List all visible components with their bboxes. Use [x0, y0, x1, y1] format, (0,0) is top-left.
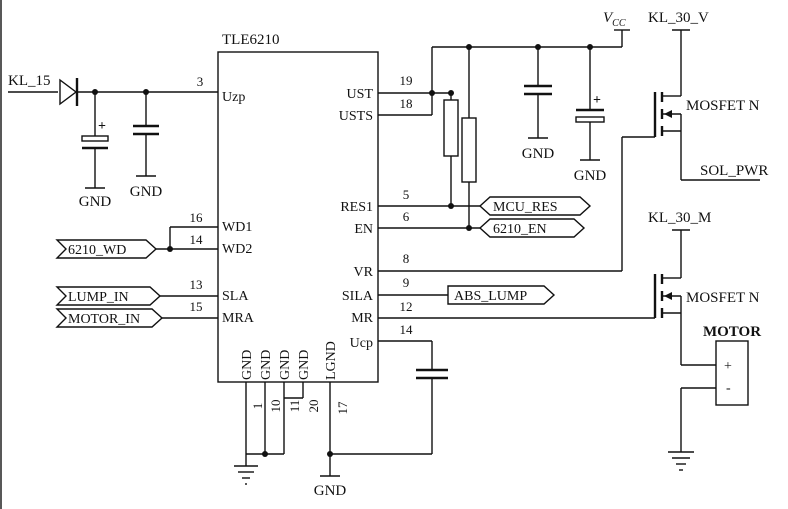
- pin-number-sila: 9: [403, 275, 410, 290]
- pin-gnd-10: GND: [259, 350, 274, 380]
- pin-res1: RES1: [340, 200, 373, 215]
- pin-sila: SILA: [342, 289, 374, 304]
- motor-icon: [715, 340, 749, 406]
- pin-number-sla: 13: [190, 277, 203, 292]
- resistor-icon: [443, 99, 459, 157]
- junction-dot: [466, 225, 472, 231]
- gnd-label-cap3: GND: [522, 146, 555, 162]
- cap1-plus: +: [98, 119, 106, 134]
- ic-body: [217, 51, 379, 383]
- pin-vr: VR: [354, 265, 374, 280]
- net-tag-6210-en-label: 6210_EN: [493, 222, 547, 237]
- pin-gnd-20: GND: [297, 350, 312, 380]
- motor-label: MOTOR: [703, 324, 761, 340]
- mosfet-top-label: MOSFET N: [686, 98, 760, 114]
- cap2-plus: +: [593, 93, 601, 108]
- kl30m-label: KL_30_M: [648, 210, 711, 226]
- pin-mra: MRA: [222, 311, 255, 326]
- vcc-label: VCC: [603, 10, 626, 29]
- sol-pwr-label: SOL_PWR: [700, 163, 768, 179]
- kl15-label: KL_15: [8, 73, 51, 89]
- net-tag-lump-in-label: LUMP_IN: [68, 290, 129, 305]
- net-tag-6210-en: [478, 218, 586, 238]
- pin-ust: UST: [347, 87, 374, 102]
- pin-number-ucp: 14: [400, 322, 414, 337]
- pin-number-uzp: 3: [197, 74, 204, 89]
- pin-ucp: Ucp: [350, 336, 373, 351]
- mosfet-bottom-section: KL_30_M MOSFET N MOTOR + -: [648, 210, 761, 471]
- pin-number-res1: 5: [403, 187, 410, 202]
- pin-number-mra: 15: [190, 299, 203, 314]
- net-tag-6210-wd-label: 6210_WD: [68, 243, 126, 258]
- pin-number-en: 6: [403, 209, 410, 224]
- pin-gnd-1: GND: [240, 350, 255, 380]
- net-tag-lump-in: [55, 286, 162, 306]
- junction-dot: [167, 246, 173, 252]
- net-tag-abs-lump: [447, 285, 556, 305]
- right-outputs-section: 5 MCU_RES 6 6210_EN 8 9 ABS_LUMP 12 14: [378, 136, 655, 454]
- pin-number-mr: 12: [400, 299, 413, 314]
- pin-wd1: WD1: [222, 220, 252, 235]
- junction-dot: [262, 451, 268, 457]
- bottom-ground-section: 1 10 11 20 17 GND: [234, 382, 432, 499]
- diode-icon: [59, 78, 78, 106]
- pin-number-wd2: 14: [190, 232, 204, 247]
- net-tag-motor-in-label: MOTOR_IN: [68, 312, 140, 327]
- gnd-label-cap4: GND: [574, 168, 607, 184]
- pin-number-gnd-11: 11: [287, 400, 302, 413]
- ic-tle6210: TLE6210 Uzp WD1 WD2 SLA MRA UST USTS RES…: [217, 32, 379, 383]
- pin-number-lgnd: 17: [335, 401, 350, 415]
- junction-dot: [448, 203, 454, 209]
- net-tag-abs-lump-label: ABS_LUMP: [454, 289, 527, 304]
- pin-mr: MR: [351, 311, 373, 326]
- polarized-capacitor-icon: [575, 116, 605, 123]
- pin-sla: SLA: [222, 289, 249, 304]
- net-tag-mcu-res-label: MCU_RES: [493, 200, 558, 215]
- pin-number-usts: 18: [400, 96, 413, 111]
- left-inputs-section: 16 14 6210_WD 13 LUMP_IN 15 MOTOR_IN: [55, 210, 218, 328]
- pin-number-wd1: 16: [190, 210, 204, 225]
- motor-plus: +: [724, 359, 732, 374]
- junction-dot: [327, 451, 333, 457]
- gnd-label-cap1: GND: [79, 194, 112, 210]
- net-tag-mcu-res: [478, 196, 592, 216]
- pin-number-vr: 8: [403, 251, 410, 266]
- motor-minus: -: [726, 381, 731, 396]
- pin-number-ust: 19: [400, 73, 413, 88]
- pin-number-gnd-10: 10: [268, 400, 283, 413]
- mosfet-top-section: KL_30_V MOSFET N SOL_PWR: [648, 10, 768, 181]
- mosfet-bottom-label: MOSFET N: [686, 290, 760, 306]
- pin-wd2: WD2: [222, 242, 252, 257]
- supply-section: 19 18 VCC GND + GND: [378, 10, 630, 228]
- pin-lgnd: LGND: [324, 341, 339, 380]
- net-tag-6210-wd: [55, 239, 158, 259]
- pin-en: EN: [354, 222, 373, 237]
- polarized-capacitor-icon: [81, 135, 109, 142]
- ic-name: TLE6210: [222, 32, 280, 48]
- kl15-input-section: KL_15 3 + GND GND: [8, 73, 218, 210]
- pin-gnd-11: GND: [278, 350, 293, 380]
- pin-uzp: Uzp: [222, 90, 245, 105]
- pin-number-gnd-1: 1: [250, 403, 265, 410]
- pin-usts: USTS: [339, 109, 373, 124]
- gnd-label-cap2: GND: [130, 184, 163, 200]
- pin-number-gnd-20: 20: [306, 400, 321, 413]
- mosfet-icon: [653, 92, 681, 137]
- gnd-label-bottom: GND: [314, 483, 347, 499]
- mosfet-icon: [653, 274, 681, 318]
- kl30v-label: KL_30_V: [648, 10, 709, 26]
- net-tag-motor-in: [55, 308, 164, 328]
- resistor-icon: [461, 117, 477, 183]
